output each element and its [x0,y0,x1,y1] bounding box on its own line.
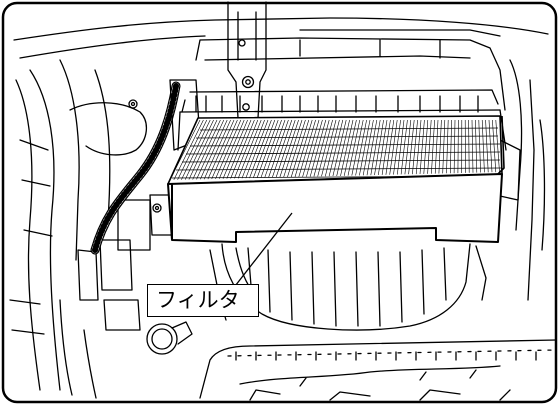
left-dash-structure [9,59,151,399]
dashboard-edge [13,17,549,41]
cabin-filter [167,115,505,243]
dashboard-edge-inner [19,35,206,59]
mounting-bracket [227,1,267,119]
filter-label: フィルタ [147,284,259,317]
blower-housing [128,37,546,301]
filter-pleats [169,119,500,181]
round-connector [146,321,193,355]
floor-mat [199,339,557,401]
callout-leader-line [231,212,293,291]
